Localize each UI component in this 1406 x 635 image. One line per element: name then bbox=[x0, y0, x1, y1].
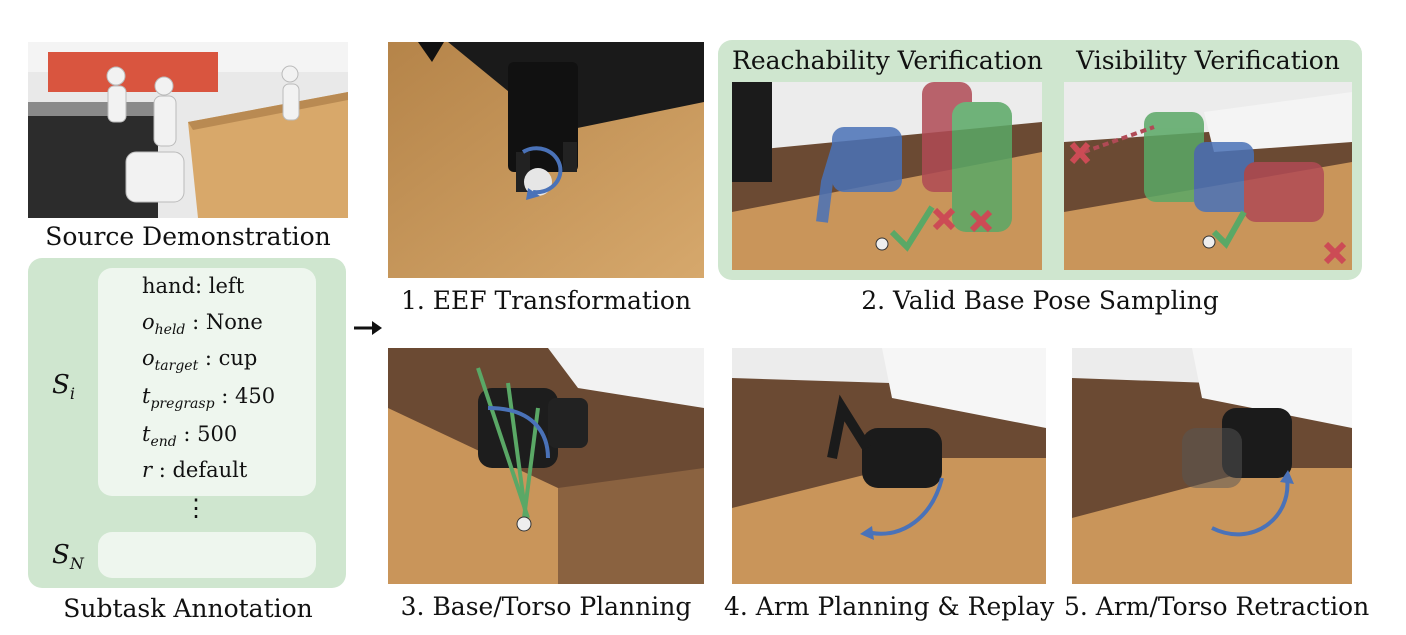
field-hand: hand: left bbox=[142, 274, 244, 298]
field-held: oheld : None bbox=[142, 310, 263, 338]
caption-eef: 1. EEF Transformation bbox=[388, 286, 704, 315]
visibility-heading: Visibility Verification bbox=[1064, 46, 1352, 75]
arm-torso-retraction-image bbox=[1072, 348, 1352, 584]
arm-planning-replay-image bbox=[732, 348, 1046, 584]
field-end: tend : 500 bbox=[142, 422, 237, 450]
field-pregrasp: tpregrasp : 450 bbox=[142, 384, 275, 412]
right-arrow-icon bbox=[352, 318, 384, 338]
caption-arm-replay: 4. Arm Planning & Replay bbox=[724, 592, 1054, 621]
ellipsis: ⋮ bbox=[184, 494, 208, 522]
eef-transformation-image bbox=[388, 42, 704, 278]
reachability-heading: Reachability Verification bbox=[732, 46, 1042, 75]
caption-subtask: Subtask Annotation bbox=[28, 594, 348, 623]
reachability-verification-image bbox=[732, 82, 1042, 270]
visibility-verification-image bbox=[1064, 82, 1352, 270]
field-r: r : default bbox=[142, 458, 247, 482]
caption-valid-base: 2. Valid Base Pose Sampling bbox=[718, 286, 1362, 315]
caption-source: Source Demonstration bbox=[28, 222, 348, 251]
caption-retraction: 5. Arm/Torso Retraction bbox=[1064, 592, 1360, 621]
subtask-sn-label: SN bbox=[52, 540, 84, 573]
source-demonstration-image bbox=[28, 42, 348, 218]
field-target: otarget : cup bbox=[142, 346, 257, 374]
base-torso-planning-image bbox=[388, 348, 704, 584]
subtask-si-label: Si bbox=[52, 370, 75, 403]
caption-base-torso: 3. Base/Torso Planning bbox=[388, 592, 704, 621]
subtask-sn-card bbox=[98, 532, 316, 578]
